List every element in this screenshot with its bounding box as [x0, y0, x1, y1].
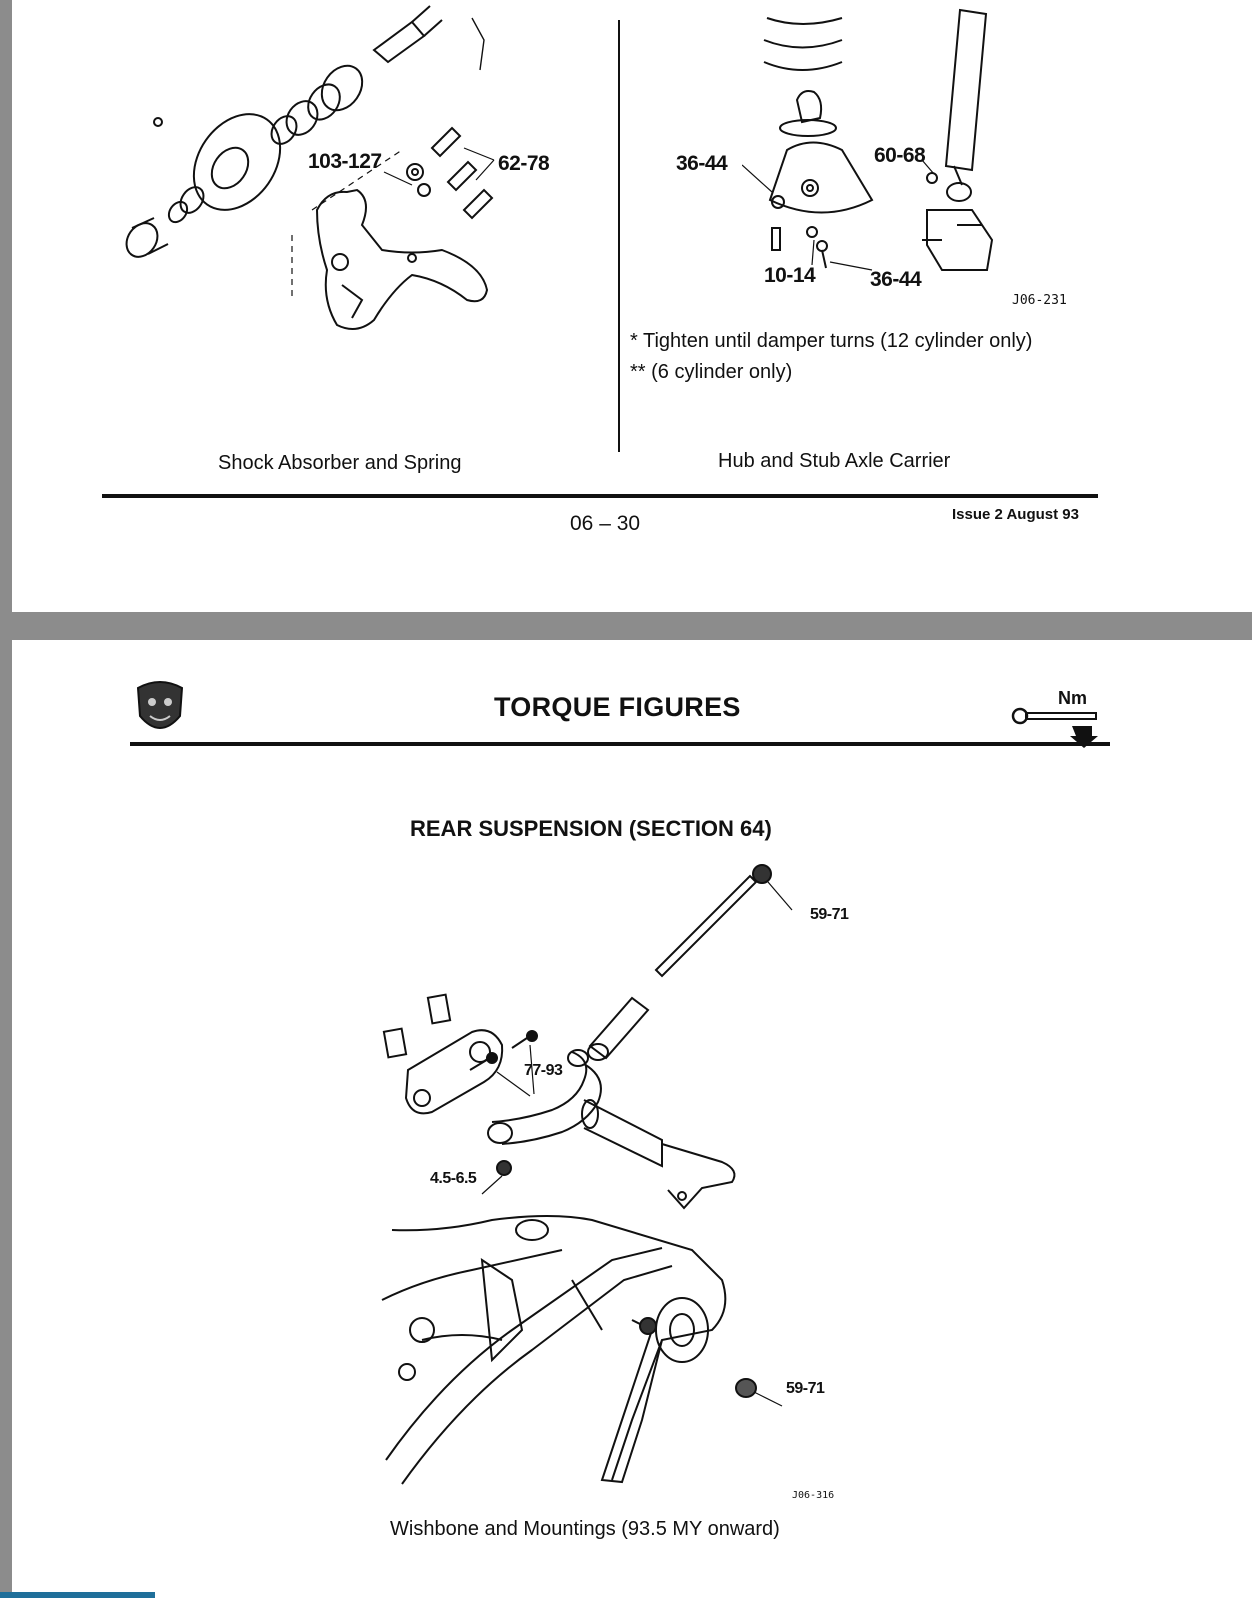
unit-badge: Nm [1058, 688, 1088, 708]
footnote: * Tighten until damper turns (12 cylinde… [630, 330, 1033, 352]
issue-date: Issue 2 August 93 [952, 506, 1079, 523]
torque-wrench-icon [1011, 707, 1098, 748]
section-title: REAR SUSPENSION (SECTION 64) [410, 816, 772, 841]
manual-page-06-30: 103-127 62-78 [12, 0, 1252, 612]
hub-axle-carrier-diagram [742, 8, 994, 271]
torque-label: 4.5-6.5 [430, 1170, 477, 1187]
torque-label: 10-14 [764, 264, 816, 287]
torque-label: 36-44 [870, 268, 922, 291]
page-number: 06 – 30 [570, 512, 641, 535]
figure-caption: Shock Absorber and Spring [218, 452, 462, 474]
shock-absorber-diagram [125, 5, 495, 330]
footer-rule [102, 494, 1098, 498]
manual-page-torque-figures: TORQUE FIGURES Nm REAR SUSPENSION (SECTI… [12, 640, 1252, 1598]
window-edge-indicator [0, 1592, 155, 1598]
figure-ref-code: J06-316 [792, 1490, 835, 1501]
torque-label: 60-68 [874, 144, 926, 167]
wishbone-mountings-diagram [381, 864, 793, 1485]
torque-label: 59-71 [786, 1380, 825, 1397]
column-divider [618, 20, 620, 452]
torque-label: 77-93 [524, 1062, 563, 1079]
figure-ref-code: J06-231 [1012, 293, 1067, 308]
figure-caption: Hub and Stub Axle Carrier [718, 450, 951, 472]
torque-label: 103-127 [308, 150, 382, 173]
torque-label: 36-44 [676, 152, 728, 175]
header-rule [130, 742, 1110, 746]
page-title: TORQUE FIGURES [494, 692, 741, 722]
footnote: ** (6 cylinder only) [630, 361, 793, 383]
torque-label: 59-71 [810, 906, 849, 923]
jaguar-emblem-icon [136, 681, 184, 729]
figure-caption: Wishbone and Mountings (93.5 MY onward) [390, 1518, 780, 1540]
torque-label: 62-78 [498, 152, 550, 175]
